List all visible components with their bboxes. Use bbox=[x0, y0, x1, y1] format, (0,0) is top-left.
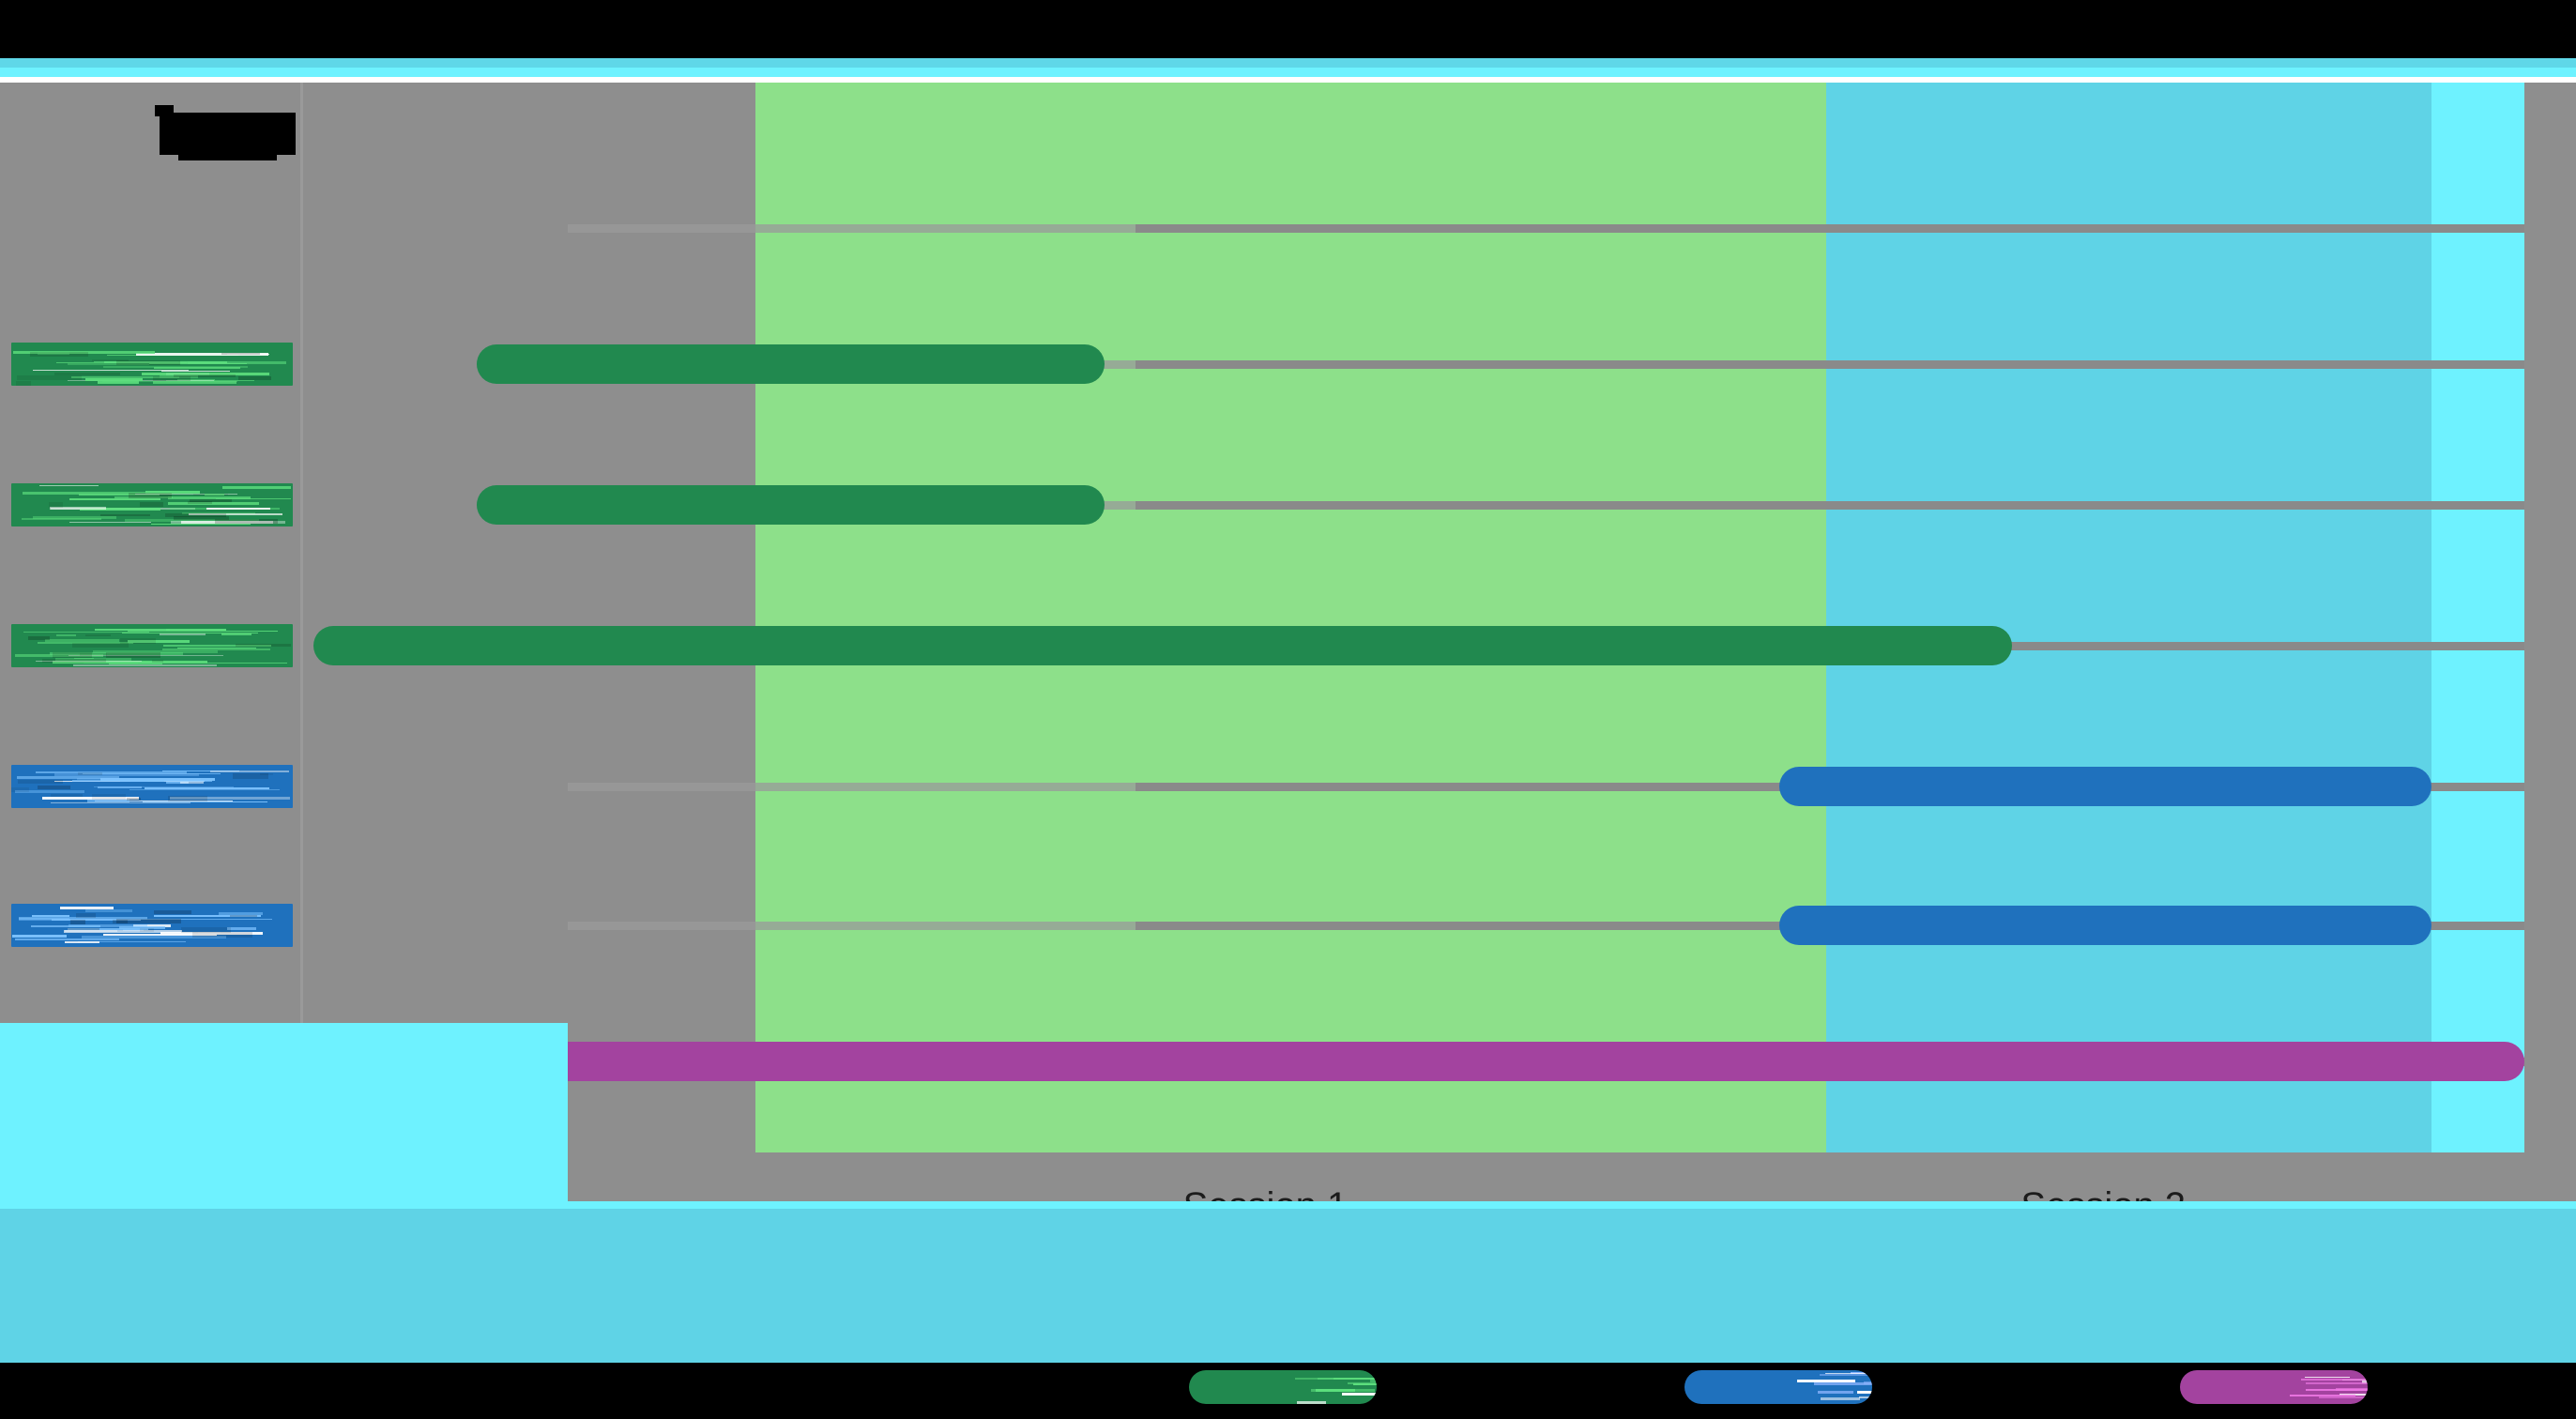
bar-3[interactable] bbox=[313, 626, 2013, 665]
chart-legend bbox=[0, 1363, 2576, 1419]
top-strip-4 bbox=[0, 77, 2576, 83]
gridline bbox=[1136, 360, 2524, 369]
bar-2[interactable] bbox=[476, 485, 1105, 525]
footer-panel bbox=[0, 1201, 2576, 1370]
category-label-1 bbox=[11, 343, 293, 386]
category-label-3 bbox=[11, 624, 293, 667]
category-label-5 bbox=[11, 904, 293, 947]
session-band-label-1: Session 1 bbox=[1183, 1185, 1349, 1201]
gridline bbox=[1136, 224, 2524, 233]
gridline bbox=[568, 783, 1136, 791]
bar-1[interactable] bbox=[476, 344, 1105, 384]
bar-6[interactable] bbox=[232, 1042, 2524, 1081]
bottom-edge bbox=[0, 1411, 2576, 1419]
bar-4[interactable] bbox=[1779, 767, 2431, 806]
legend-swatch-3 bbox=[2180, 1370, 2368, 1404]
top-strip-2 bbox=[0, 68, 2576, 73]
chart-title-redacted bbox=[155, 105, 296, 160]
session-band-label-2: Session 2 bbox=[2020, 1185, 2186, 1201]
session-band-1 bbox=[755, 83, 1826, 1152]
category-label-2 bbox=[11, 483, 293, 526]
legend-swatch-1 bbox=[1189, 1370, 1377, 1404]
gridline bbox=[568, 922, 1136, 930]
gridline bbox=[568, 224, 1136, 233]
legend-swatch-2 bbox=[1684, 1370, 1872, 1404]
session-band-2 bbox=[1826, 83, 2431, 1152]
session-band-3 bbox=[2431, 83, 2524, 1152]
top-strip-1 bbox=[0, 58, 2576, 68]
sidebar-divider bbox=[300, 83, 303, 1023]
sidebar-footer-fill bbox=[0, 1023, 568, 1201]
gridline bbox=[1136, 501, 2524, 510]
top-strip-3 bbox=[0, 73, 2576, 77]
category-label-4 bbox=[11, 765, 293, 808]
bar-5[interactable] bbox=[1779, 906, 2431, 945]
plot-area: Session 1 Session 2 bbox=[0, 83, 2576, 1201]
